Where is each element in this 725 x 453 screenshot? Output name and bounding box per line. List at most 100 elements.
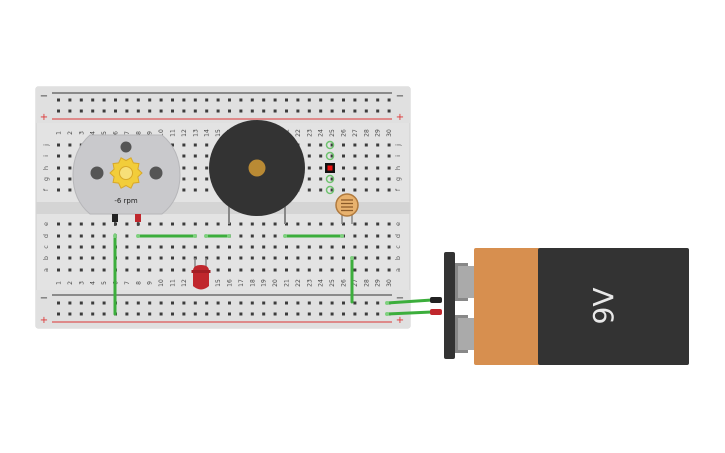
rail-hole[interactable] xyxy=(239,98,243,102)
rail-hole[interactable] xyxy=(273,98,277,102)
rail-hole[interactable] xyxy=(228,312,231,316)
rail-hole[interactable] xyxy=(159,98,163,102)
breadboard-hole[interactable] xyxy=(57,166,60,170)
rail-hole[interactable] xyxy=(342,312,345,316)
breadboard-hole[interactable] xyxy=(285,222,288,226)
breadboard-hole[interactable] xyxy=(353,188,357,192)
breadboard-hole[interactable] xyxy=(171,143,174,147)
breadboard-hole[interactable] xyxy=(239,234,243,238)
breadboard-hole[interactable] xyxy=(319,268,323,272)
rail-hole[interactable] xyxy=(330,109,334,113)
rail-hole[interactable] xyxy=(159,312,163,316)
rail-hole[interactable] xyxy=(296,109,300,113)
rail-hole[interactable] xyxy=(296,312,300,316)
breadboard-hole[interactable] xyxy=(330,268,334,272)
breadboard-hole[interactable] xyxy=(57,188,60,192)
rail-hole[interactable] xyxy=(273,109,277,113)
breadboard-hole[interactable] xyxy=(68,256,72,260)
breadboard-hole[interactable] xyxy=(364,268,368,272)
rail-hole[interactable] xyxy=(136,98,140,102)
rail-hole[interactable] xyxy=(171,109,174,113)
rail-hole[interactable] xyxy=(262,98,266,102)
breadboard-hole[interactable] xyxy=(250,268,254,272)
rail-hole[interactable] xyxy=(376,109,380,113)
breadboard-hole[interactable] xyxy=(353,154,357,158)
breadboard-hole[interactable] xyxy=(273,268,277,272)
breadboard-hole[interactable] xyxy=(376,177,380,181)
rail-hole[interactable] xyxy=(57,98,60,102)
breadboard-hole[interactable] xyxy=(171,245,174,249)
breadboard-hole[interactable] xyxy=(159,268,163,272)
breadboard-hole[interactable] xyxy=(296,245,300,249)
rail-hole[interactable] xyxy=(148,109,152,113)
breadboard-hole[interactable] xyxy=(330,256,334,260)
breadboard-hole[interactable] xyxy=(330,154,334,158)
breadboard-hole[interactable] xyxy=(342,154,345,158)
breadboard-hole[interactable] xyxy=(296,222,300,226)
breadboard-hole[interactable] xyxy=(342,245,345,249)
piezo-buzzer[interactable] xyxy=(209,120,305,224)
breadboard-hole[interactable] xyxy=(136,245,140,249)
rail-hole[interactable] xyxy=(205,301,209,305)
breadboard-hole[interactable] xyxy=(353,256,357,260)
breadboard-hole[interactable] xyxy=(216,222,220,226)
breadboard-hole[interactable] xyxy=(228,256,231,260)
breadboard-hole[interactable] xyxy=(364,188,368,192)
rail-hole[interactable] xyxy=(148,312,152,316)
breadboard-hole[interactable] xyxy=(57,154,60,158)
lead-wire-minus[interactable] xyxy=(385,298,434,305)
breadboard-hole[interactable] xyxy=(342,177,345,181)
breadboard-hole[interactable] xyxy=(376,188,380,192)
breadboard-hole[interactable] xyxy=(387,177,391,181)
breadboard-hole[interactable] xyxy=(387,234,391,238)
rail-hole[interactable] xyxy=(57,301,60,305)
rail-hole[interactable] xyxy=(330,98,334,102)
breadboard-hole[interactable] xyxy=(102,222,106,226)
battery-9v[interactable]: 9V xyxy=(444,248,689,365)
breadboard-hole[interactable] xyxy=(387,256,391,260)
breadboard-hole[interactable] xyxy=(68,154,72,158)
breadboard-hole[interactable] xyxy=(171,222,174,226)
breadboard-hole[interactable] xyxy=(193,166,197,170)
rail-hole[interactable] xyxy=(353,301,357,305)
rail-hole[interactable] xyxy=(114,98,117,102)
rail-hole[interactable] xyxy=(250,109,254,113)
breadboard-hole[interactable] xyxy=(136,268,140,272)
breadboard-hole[interactable] xyxy=(307,245,311,249)
breadboard-hole[interactable] xyxy=(262,268,266,272)
rail-hole[interactable] xyxy=(285,301,288,305)
breadboard-hole[interactable] xyxy=(319,188,323,192)
breadboard-hole[interactable] xyxy=(307,222,311,226)
rail-hole[interactable] xyxy=(193,109,197,113)
rail-hole[interactable] xyxy=(182,301,186,305)
breadboard-hole[interactable] xyxy=(228,245,231,249)
breadboard-hole[interactable] xyxy=(205,177,209,181)
rail-hole[interactable] xyxy=(387,98,391,102)
breadboard-hole[interactable] xyxy=(353,222,357,226)
rail-hole[interactable] xyxy=(228,109,231,113)
rail-hole[interactable] xyxy=(91,301,95,305)
breadboard-hole[interactable] xyxy=(387,143,391,147)
breadboard-hole[interactable] xyxy=(205,222,209,226)
breadboard-hole[interactable] xyxy=(57,268,60,272)
breadboard-hole[interactable] xyxy=(342,143,345,147)
rail-hole[interactable] xyxy=(364,312,368,316)
rail-hole[interactable] xyxy=(239,301,243,305)
breadboard-hole[interactable] xyxy=(125,268,129,272)
rail-hole[interactable] xyxy=(262,312,266,316)
breadboard-hole[interactable] xyxy=(330,222,334,226)
breadboard-hole[interactable] xyxy=(376,143,380,147)
breadboard-hole[interactable] xyxy=(319,143,323,147)
breadboard-hole[interactable] xyxy=(319,154,323,158)
breadboard-hole[interactable] xyxy=(68,234,72,238)
breadboard-hole[interactable] xyxy=(353,245,357,249)
breadboard-hole[interactable] xyxy=(307,154,311,158)
breadboard-hole[interactable] xyxy=(91,222,95,226)
breadboard-hole[interactable] xyxy=(364,256,368,260)
rail-hole[interactable] xyxy=(125,301,129,305)
rail-hole[interactable] xyxy=(364,98,368,102)
breadboard-hole[interactable] xyxy=(239,245,243,249)
breadboard-hole[interactable] xyxy=(125,234,129,238)
rail-hole[interactable] xyxy=(182,312,186,316)
